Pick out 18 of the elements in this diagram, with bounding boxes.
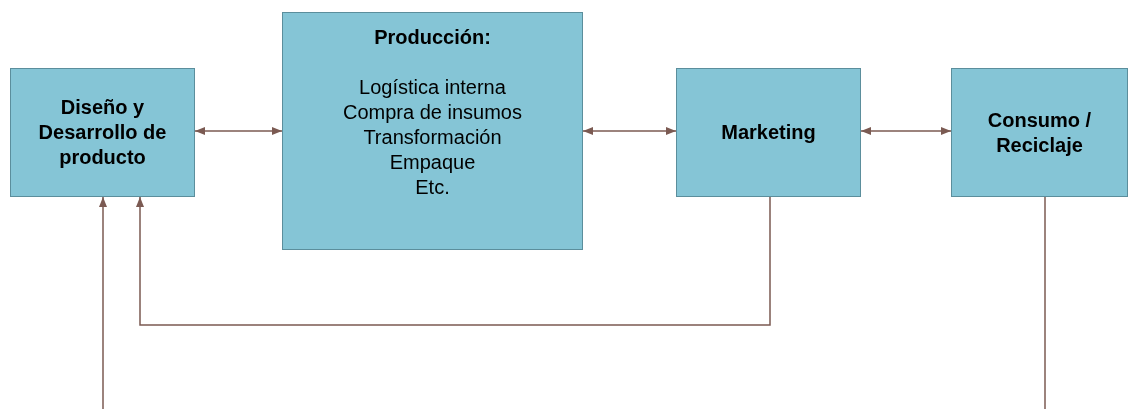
process-box — [10, 68, 195, 197]
box-title: Diseño y Desarrollo de producto — [37, 95, 168, 170]
arrow — [582, 127, 677, 135]
arrow — [860, 127, 952, 135]
process-box — [676, 68, 861, 197]
box-item: Etc. — [415, 175, 450, 200]
arrow — [136, 196, 771, 326]
box-title: Marketing — [721, 120, 816, 145]
process-box — [951, 68, 1128, 197]
arrow — [194, 127, 283, 135]
box-item: Logística interna — [359, 75, 506, 100]
box-item: Transformación — [363, 125, 502, 150]
box-item: Empaque — [389, 150, 476, 175]
process-box — [282, 12, 583, 250]
box-item: Compra de insumos — [343, 100, 522, 125]
box-title: Consumo / Reciclaje — [986, 107, 1093, 158]
box-title: Producción: — [374, 25, 491, 50]
arrow — [99, 196, 107, 409]
